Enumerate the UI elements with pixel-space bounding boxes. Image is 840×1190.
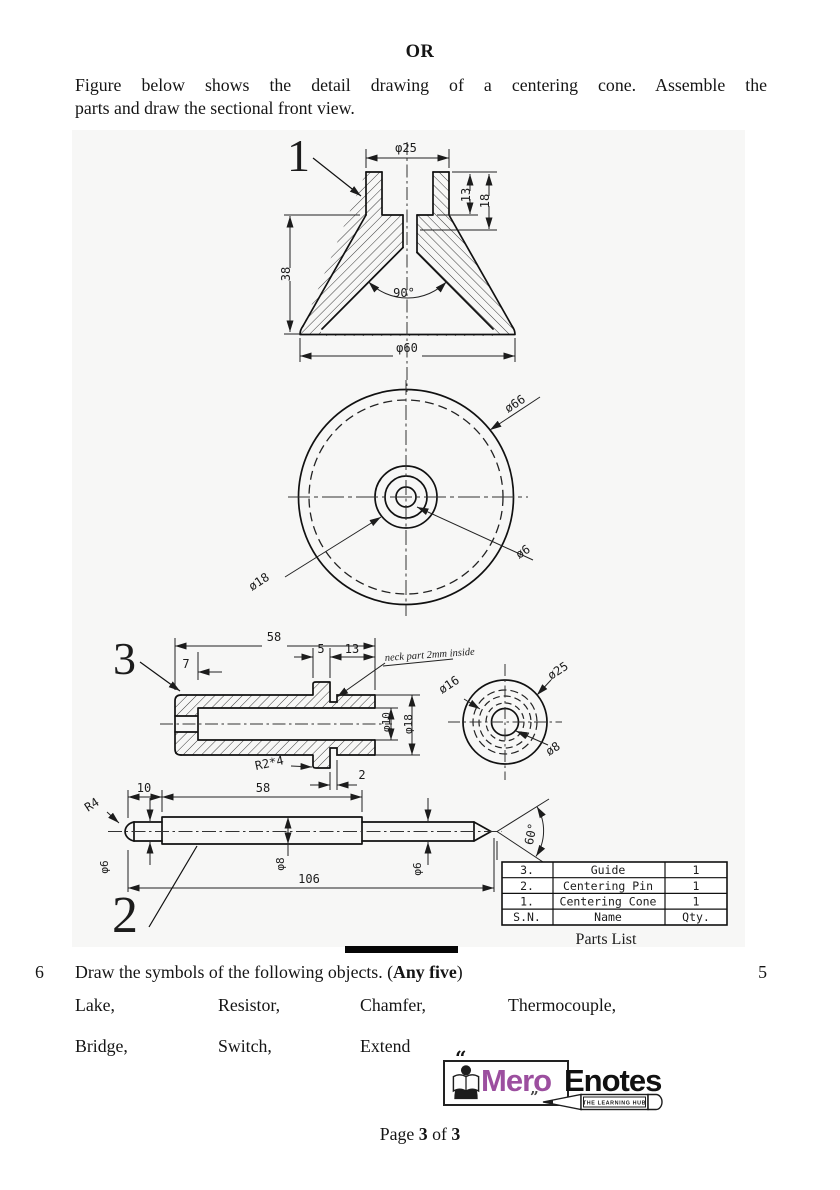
question-marks: 5	[758, 962, 767, 982]
table-cell-name: Centering Cone	[560, 895, 657, 909]
dim-cone-dia-top: φ25	[395, 141, 417, 155]
dim-guide-end-len: 13	[345, 642, 359, 656]
dim-pin-d6-left: φ6	[98, 860, 111, 873]
question-prefix: Draw the symbols of the following object…	[75, 962, 394, 982]
table-cell-name: Centering Pin	[563, 879, 653, 893]
table-cell-qty: 1	[693, 895, 700, 909]
logo-enotes-text: Enotes	[564, 1063, 662, 1098]
logo-tagline: THE LEARNING HUB	[583, 1101, 646, 1107]
or-heading: OR	[405, 42, 435, 62]
parts-list-caption: Parts List	[576, 931, 637, 948]
part-label-pin: 2	[112, 887, 138, 944]
symbol-word-thermocouple: Thermocouple,	[508, 995, 617, 1015]
table-cell-name: Name	[594, 910, 622, 924]
symbol-word-bridge: Bridge,	[75, 1036, 128, 1056]
footer-total-pages: 3	[451, 1124, 461, 1144]
symbol-word-lake: Lake,	[75, 995, 115, 1015]
cone-front-view: φ25 13 18 38 90° φ60 1	[279, 130, 516, 392]
pin-view: 10 58 φ6 φ8 106 φ6 R4 60° 2	[82, 781, 550, 944]
parts-list-table: 3. Guide 1 2. Centering Pin 1 1. Centeri…	[501, 861, 728, 948]
part-label-guide: 3	[113, 633, 136, 684]
dim-cone-dia-base: φ60	[396, 341, 418, 355]
dim-guide-fillet: R2*4	[254, 753, 285, 773]
leader-part-2	[148, 845, 198, 928]
symbol-word-extend: Extend	[360, 1036, 411, 1056]
footer-prefix: Page	[379, 1124, 419, 1144]
reader-icon	[452, 1065, 480, 1100]
dim-cone-depth1: 13	[459, 188, 473, 202]
logo-close-quote: ”	[530, 1088, 539, 1106]
table-cell-qty: 1	[693, 879, 700, 893]
dim-pin-tip-angle: 60°	[522, 822, 540, 846]
dim-top-dia-hole: ø6	[513, 542, 533, 562]
table-cell-sn: S.N.	[513, 910, 541, 924]
dim-guide-bore: φ10	[380, 712, 393, 732]
table-cell-sn: 1.	[520, 895, 534, 909]
dim-guide-cap-len: 7	[182, 657, 189, 671]
logo-open-quote: “	[455, 1046, 467, 1070]
pencil-banner: THE LEARNING HUB	[542, 1093, 663, 1111]
question-text: Draw the symbols of the following object…	[75, 962, 767, 983]
table-cell-sn: 2.	[520, 879, 534, 893]
leader-part-3	[139, 661, 181, 692]
question-bold: Any five	[393, 962, 457, 982]
symbol-word-resistor: Resistor,	[218, 995, 281, 1015]
figure-background	[72, 130, 745, 947]
logo-frame	[443, 1060, 569, 1106]
table-cell-qty: Qty.	[682, 910, 710, 924]
pencil-eraser	[647, 1093, 663, 1111]
dim-guide-od: φ18	[402, 714, 415, 734]
page-footer: Page 3 of 3	[75, 1124, 765, 1145]
dim-cone-angle: 90°	[393, 286, 415, 300]
symbol-word-switch: Switch,	[218, 1036, 272, 1056]
footer-middle: of	[427, 1124, 452, 1144]
dim-cone-height: 38	[279, 267, 293, 281]
dim-guide-length: 58	[267, 630, 281, 644]
dim-gview-d8: ø8	[543, 739, 563, 759]
dim-cone-depth2: 18	[478, 194, 492, 208]
dim-pin-radius: R4	[82, 795, 102, 815]
table-cell-qty: 1	[693, 863, 700, 877]
dim-pin-mid-len: 58	[256, 781, 270, 795]
dim-guide-lug-w: 5	[317, 642, 324, 656]
intro-line-1: Figure below shows the detail drawing of…	[75, 75, 767, 95]
guide-section-view: 58 5 13 neck part 2mm inside 7 φ10 φ18 R…	[113, 630, 475, 790]
question-number: 6	[35, 962, 44, 982]
table-cell-sn: 3.	[520, 863, 534, 877]
footer-page-number: 3	[418, 1124, 428, 1144]
redaction-bar	[345, 946, 458, 953]
leader-part-1	[312, 157, 362, 197]
dim-guide-groove-w: 2	[358, 768, 365, 782]
dim-pin-d6-right: φ6	[411, 862, 424, 875]
question-suffix: )	[456, 962, 463, 982]
dim-pin-d8: φ8	[274, 857, 287, 870]
part-label-cone: 1	[287, 130, 310, 181]
symbol-word-chamfer: Chamfer,	[360, 995, 426, 1015]
logo-mero-text: Mero	[481, 1063, 552, 1098]
intro-line-2: parts and draw the sectional front view.	[75, 98, 355, 118]
table-cell-name: Guide	[591, 863, 626, 877]
dim-pin-step-len: 10	[137, 781, 151, 795]
dim-pin-total-len: 106	[298, 872, 320, 886]
